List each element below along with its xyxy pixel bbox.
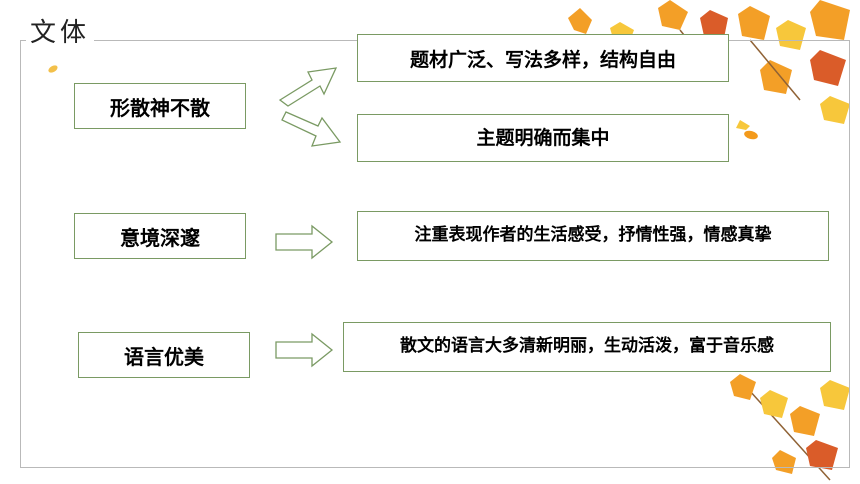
detail-form-1: 题材广泛、写法多样，结构自由 bbox=[357, 34, 729, 82]
autumn-leaves-decoration-bottom bbox=[730, 374, 850, 481]
detail-mood: 注重表现作者的生活感受，抒情性强，情感真挚 bbox=[357, 211, 829, 261]
detail-form-2: 主题明确而集中 bbox=[357, 114, 729, 162]
arrow-down-right-icon bbox=[281, 111, 342, 147]
small-leaf-right bbox=[744, 130, 758, 140]
feature-label-language: 语言优美 bbox=[78, 332, 250, 378]
arrow-right-icon-2 bbox=[275, 332, 334, 368]
arrow-up-right-icon bbox=[278, 67, 338, 107]
page-title: 文体 bbox=[26, 12, 95, 49]
feature-label-form: 形散神不散 bbox=[74, 83, 246, 129]
arrow-right-icon bbox=[275, 224, 334, 260]
small-leaf-left bbox=[48, 65, 58, 73]
feature-label-mood: 意境深邃 bbox=[74, 213, 246, 259]
detail-language: 散文的语言大多清新明丽，生动活泼，富于音乐感 bbox=[343, 322, 831, 372]
